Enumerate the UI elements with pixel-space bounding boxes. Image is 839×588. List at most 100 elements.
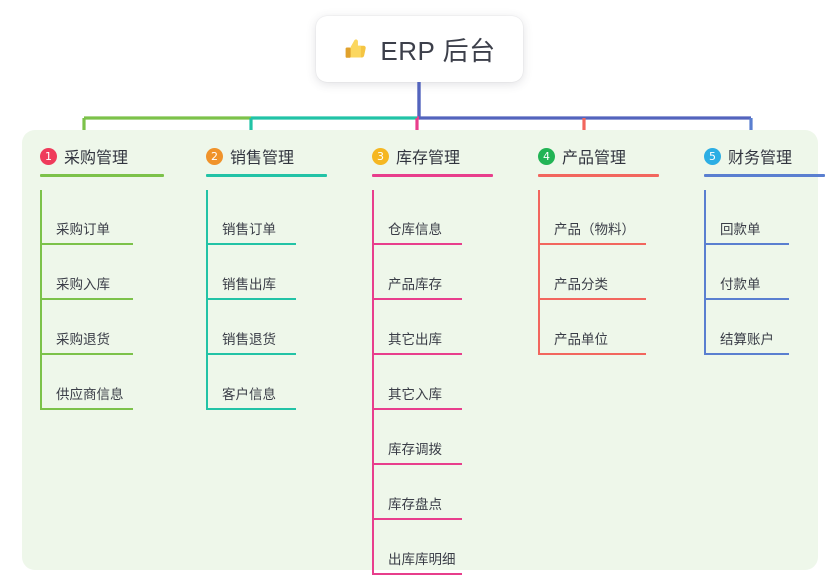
branch-item-label: 采购订单 <box>56 222 110 237</box>
branch-item-list: 产品（物料） 产品分类产品单位 <box>520 190 686 355</box>
branch-item-label: 客户信息 <box>222 387 276 402</box>
branch-item-underline <box>372 518 462 520</box>
branch-spine-line <box>704 190 706 353</box>
branch-item-underline <box>372 573 462 575</box>
branch-header-销售管理[interactable]: 2 销售管理 <box>188 143 354 169</box>
root-node-label: ERP 后台 <box>380 35 496 66</box>
branch-item[interactable]: 出库库明细 <box>372 520 462 575</box>
branch-column-财务管理: 5 财务管理回款单付款单结算账户 <box>686 130 825 570</box>
branch-item-list: 回款单付款单结算账户 <box>686 190 818 355</box>
branch-item[interactable]: 库存盘点 <box>372 465 462 520</box>
branch-item-underline <box>206 243 296 245</box>
branch-underline <box>40 174 164 177</box>
branch-item-label: 销售退货 <box>222 332 276 347</box>
branch-item[interactable]: 采购订单 <box>40 190 133 245</box>
branch-number-badge: 2 <box>206 147 223 165</box>
branch-underline <box>704 174 825 177</box>
branch-item-underline <box>538 243 646 245</box>
branch-column-库存管理: 3 库存管理仓库信息产品库存其它出库其它入库库存调拨库存盘点出库库明细 <box>354 130 520 575</box>
branch-item-label: 产品分类 <box>554 277 608 292</box>
branch-item-underline <box>538 353 646 355</box>
branch-underline <box>538 174 659 177</box>
branch-item[interactable]: 采购退货 <box>40 300 133 355</box>
branch-item[interactable]: 仓库信息 <box>372 190 462 245</box>
branch-item[interactable]: 产品单位 <box>538 300 646 355</box>
branch-header-采购管理[interactable]: 1 采购管理 <box>22 143 188 169</box>
branch-item-underline <box>206 298 296 300</box>
branch-item-underline <box>538 298 646 300</box>
branch-item-underline <box>206 408 296 410</box>
branch-item[interactable]: 产品库存 <box>372 245 462 300</box>
branch-header-财务管理[interactable]: 5 财务管理 <box>686 143 818 169</box>
branch-item[interactable]: 供应商信息 <box>40 355 133 410</box>
branch-item[interactable]: 其它出库 <box>372 300 462 355</box>
branch-item-label: 付款单 <box>720 277 761 292</box>
branch-item-label: 产品（物料） <box>554 222 635 237</box>
branch-item-label: 销售订单 <box>222 222 276 237</box>
branch-item-underline <box>40 243 133 245</box>
branch-column-销售管理: 2 销售管理销售订单销售出库销售退货客户信息 <box>188 130 354 570</box>
branch-header-产品管理[interactable]: 4 产品管理 <box>520 143 686 169</box>
branch-item-underline <box>704 298 789 300</box>
branch-item-label: 产品单位 <box>554 332 608 347</box>
branch-item[interactable]: 客户信息 <box>206 355 296 410</box>
branch-item-label: 结算账户 <box>720 332 774 347</box>
branch-item[interactable]: 付款单 <box>704 245 789 300</box>
branch-item-underline <box>704 243 789 245</box>
branch-item[interactable]: 产品分类 <box>538 245 646 300</box>
branch-item[interactable]: 产品（物料） <box>538 190 646 245</box>
branch-item-label: 其它出库 <box>388 332 442 347</box>
branch-item-list: 采购订单采购入库采购退货供应商信息 <box>22 190 188 410</box>
branch-item-underline <box>372 243 462 245</box>
branch-spine-line <box>538 190 540 353</box>
branch-column-产品管理: 4 产品管理产品（物料） 产品分类产品单位 <box>520 130 686 570</box>
branch-item-underline <box>704 353 789 355</box>
branch-item-underline <box>372 463 462 465</box>
branch-item-underline <box>40 408 133 410</box>
branch-number-badge: 1 <box>40 147 57 165</box>
branch-title-label: 销售管理 <box>230 150 295 167</box>
thumbs-up-icon <box>343 36 369 62</box>
branch-title-label: 库存管理 <box>396 150 461 167</box>
branch-item-label: 回款单 <box>720 222 761 237</box>
branch-number-badge: 4 <box>538 147 555 165</box>
branch-item-label: 库存调拨 <box>388 442 442 457</box>
branch-item-underline <box>372 298 462 300</box>
branch-item-underline <box>372 408 462 410</box>
branch-number-badge: 5 <box>704 147 721 165</box>
branch-number-badge: 3 <box>372 147 389 165</box>
branch-item[interactable]: 销售退货 <box>206 300 296 355</box>
branch-underline <box>372 174 493 177</box>
branch-title-label: 产品管理 <box>562 150 627 167</box>
branch-item[interactable]: 其它入库 <box>372 355 462 410</box>
branch-item-label: 仓库信息 <box>388 222 442 237</box>
branch-item-list: 仓库信息产品库存其它出库其它入库库存调拨库存盘点出库库明细 <box>354 190 520 575</box>
branch-item-underline <box>40 298 133 300</box>
branch-item[interactable]: 销售出库 <box>206 245 296 300</box>
branch-item-list: 销售订单销售出库销售退货客户信息 <box>188 190 354 410</box>
branch-item[interactable]: 回款单 <box>704 190 789 245</box>
branch-item-underline <box>372 353 462 355</box>
branch-title-label: 财务管理 <box>728 150 793 167</box>
branch-item-label: 供应商信息 <box>56 387 124 402</box>
branch-item-label: 出库库明细 <box>388 552 456 567</box>
branch-column-采购管理: 1 采购管理采购订单采购入库采购退货供应商信息 <box>22 130 188 570</box>
branch-item-label: 销售出库 <box>222 277 276 292</box>
branches-panel <box>22 130 818 570</box>
branch-columns: 1 采购管理采购订单采购入库采购退货供应商信息 2 销售管理销售订单销售出库销售退货客… <box>22 130 825 575</box>
branch-item-underline <box>40 353 133 355</box>
branch-item[interactable]: 采购入库 <box>40 245 133 300</box>
branch-spine-line <box>372 190 374 573</box>
root-node-card[interactable]: ERP 后台 <box>316 16 523 82</box>
branch-item[interactable]: 销售订单 <box>206 190 296 245</box>
branch-item[interactable]: 库存调拨 <box>372 410 462 465</box>
branch-underline <box>206 174 327 177</box>
branch-title-label: 采购管理 <box>64 150 129 167</box>
branch-header-库存管理[interactable]: 3 库存管理 <box>354 143 520 169</box>
branch-item[interactable]: 结算账户 <box>704 300 789 355</box>
branch-item-label: 其它入库 <box>388 387 442 402</box>
branch-item-label: 产品库存 <box>388 277 442 292</box>
branch-item-underline <box>206 353 296 355</box>
branch-item-label: 采购入库 <box>56 277 110 292</box>
